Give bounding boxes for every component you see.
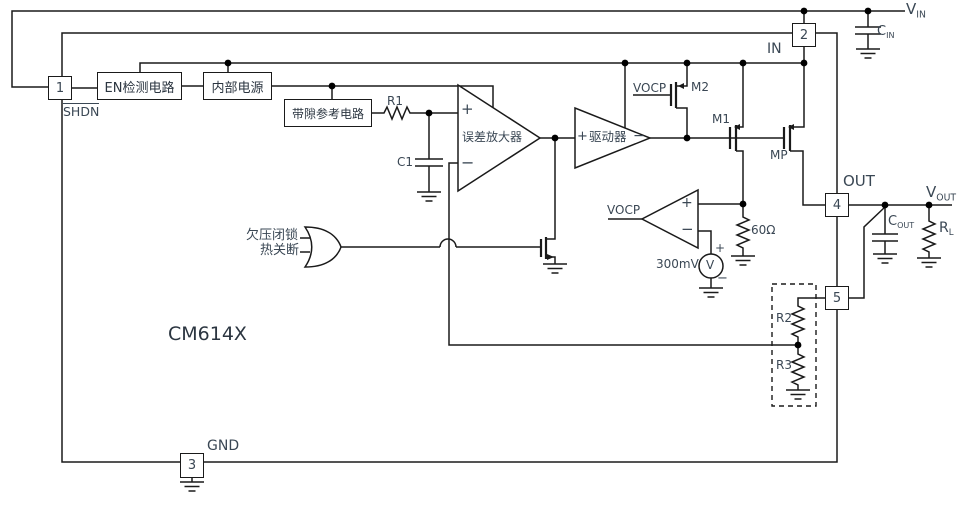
driver-plus-sign: + — [577, 129, 588, 144]
resistor-r1 — [382, 105, 412, 121]
pin-3-number: 3 — [187, 458, 197, 473]
pin-1-number: 1 — [55, 80, 65, 96]
cout-label: COUT — [888, 214, 915, 230]
ocp-minus-sign: − — [681, 220, 694, 238]
ocp-comparator-triangle — [640, 188, 699, 250]
pin-2-box: 2 — [792, 23, 816, 47]
gnd-ground-icon — [179, 481, 205, 492]
r60-label: 60Ω — [751, 223, 776, 237]
rl-ground-icon — [916, 257, 942, 268]
block-internal-supply-label: 内部电源 — [211, 80, 264, 96]
vref-ground-icon — [698, 287, 724, 298]
pin-2-label-in: IN — [767, 41, 782, 57]
internal-rails — [72, 62, 805, 132]
r2-label: R2 — [776, 311, 792, 325]
cout-ground-icon — [872, 253, 898, 264]
pin-1-box: 1 — [48, 76, 72, 100]
pin-4-box: 4 — [825, 193, 849, 217]
block-en-detect-label: EN检测电路 — [104, 80, 175, 96]
pin-5-number: 5 — [832, 290, 842, 306]
vin-label: VIN — [906, 0, 926, 21]
wire-hop-icon — [439, 238, 457, 248]
driver-label: 驱动器 — [589, 129, 627, 144]
block-en-detect: EN检测电路 — [97, 72, 182, 100]
ocp-comparator-net — [608, 203, 756, 298]
rl-label: RL — [939, 220, 954, 239]
nmos-ground-icon — [542, 263, 568, 274]
mosfet-m2 — [633, 63, 688, 138]
vin-rail — [11, 10, 905, 88]
driver-minus-sign: − — [633, 128, 645, 144]
vsource-v-label: V — [706, 258, 715, 272]
r1-label: R1 — [387, 94, 403, 108]
pin-2-number: 2 — [799, 27, 809, 43]
pin-4-label-out: OUT — [843, 172, 875, 190]
cin-label: CIN — [877, 24, 895, 40]
reference-path — [372, 105, 458, 202]
mosfet-m1 — [728, 63, 744, 204]
pin-5-box: 5 — [825, 286, 849, 310]
ocp-plus-sign: + — [681, 195, 693, 211]
vocp-net-label-m2: VOCP — [633, 81, 667, 95]
vout-network — [849, 204, 952, 299]
shutdown-nmos — [539, 138, 568, 274]
shutdown-logic — [300, 226, 541, 268]
thermal-shutdown-label: 热关断 — [260, 243, 300, 258]
r3-ground-icon — [785, 389, 811, 400]
block-bandgap-label: 带隙参考电路 — [291, 106, 364, 121]
ic-package-outline — [61, 32, 838, 463]
vsource-minus-sign: − — [717, 271, 728, 286]
error-amp-label: 误差放大器 — [462, 130, 523, 144]
vref-300mv-label: 300mV — [656, 257, 699, 271]
nmos-arrow-icon — [547, 254, 554, 260]
m1-label: M1 — [712, 112, 730, 126]
driver-triangle — [574, 106, 653, 170]
mp-label: MP — [770, 148, 788, 162]
cin-ground-icon — [855, 48, 881, 59]
feedback-divider — [448, 162, 825, 407]
error-amp-triangle — [457, 83, 542, 193]
c1-label: C1 — [397, 155, 414, 169]
pin-1-label-shdn: SHDN — [63, 103, 100, 119]
uvlo-label: 欠压闭锁 — [246, 228, 299, 243]
pin-3-box: 3 — [180, 453, 204, 478]
gnd-pin-ground — [179, 478, 205, 492]
vref-source-circle — [698, 253, 724, 279]
block-bandgap: 带隙参考电路 — [284, 99, 372, 127]
m2-arrow-icon — [678, 83, 684, 89]
vout-label: VOUT — [926, 183, 957, 204]
block-internal-supply: 内部电源 — [203, 72, 272, 100]
junction-dots — [224, 7, 933, 349]
chip-name: CM614X — [168, 323, 247, 345]
pin-4-number: 4 — [832, 197, 842, 213]
m2-label: M2 — [691, 80, 709, 94]
r3-label: R3 — [776, 358, 792, 372]
or-gate — [303, 226, 342, 268]
error-amp-plus-sign: + — [461, 100, 474, 118]
error-amp-minus-sign: − — [461, 153, 475, 172]
c1-ground-icon — [416, 191, 442, 202]
pin-3-label-gnd: GND — [207, 438, 240, 454]
vocp-net-label-comparator: VOCP — [607, 203, 641, 217]
vsource-plus-sign: + — [715, 241, 726, 255]
mosfet-mp — [782, 124, 825, 206]
r60-ground-icon — [730, 255, 756, 266]
